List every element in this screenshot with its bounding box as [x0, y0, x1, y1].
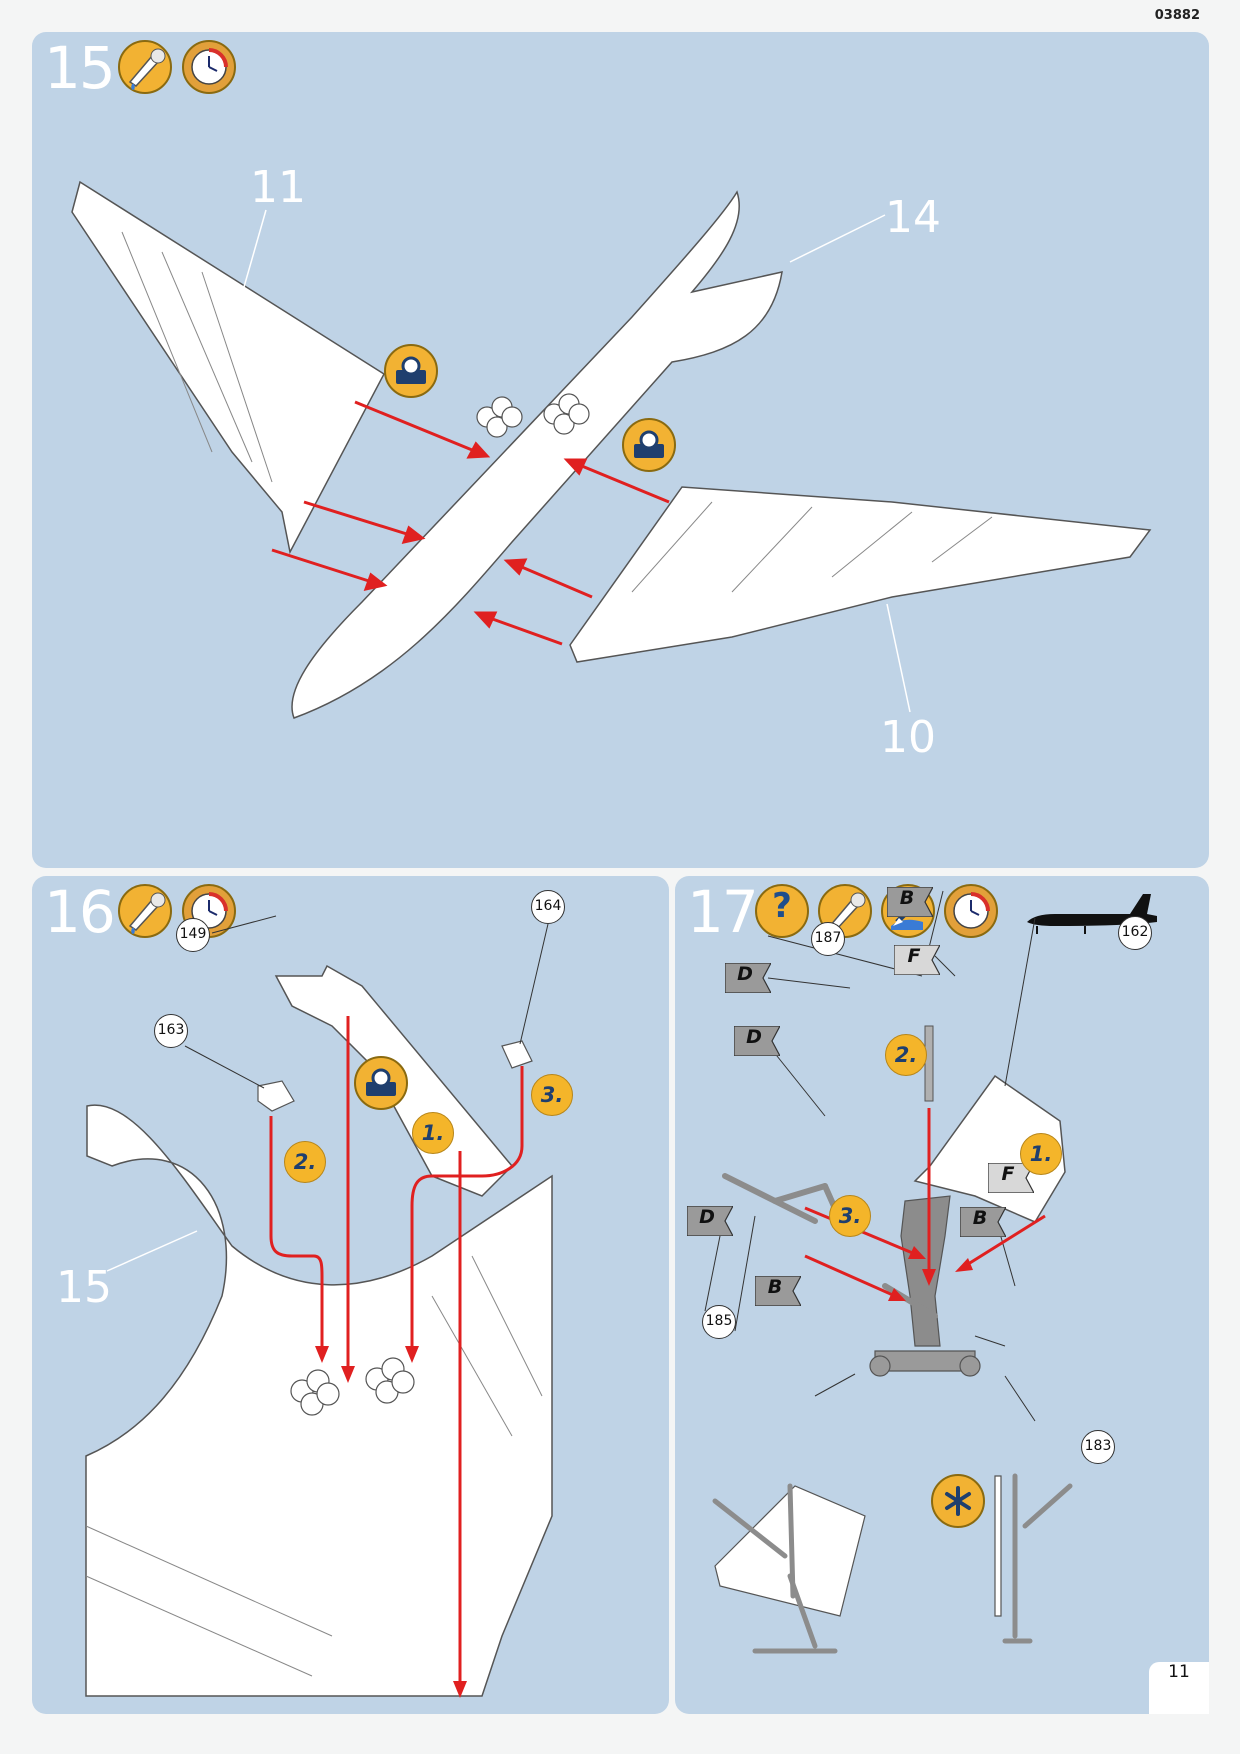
clock-icon	[182, 40, 236, 94]
page-number: 11	[1168, 1662, 1190, 1682]
sequence-badge-2: 2.	[885, 1034, 927, 1076]
sequence-badge-1: 1.	[1020, 1133, 1062, 1175]
sequence-badge-3: 3.	[531, 1074, 573, 1116]
part-callout-149: 149	[176, 918, 210, 952]
sequence-badge-2: 2.	[284, 1141, 326, 1183]
part-label-15: 15	[56, 1262, 112, 1313]
part-label-10: 10	[880, 712, 936, 763]
asterisk-icon	[931, 1474, 985, 1528]
part-callout-185: 185	[702, 1305, 736, 1339]
color-flag-D: D	[687, 1206, 733, 1236]
color-flag-F: F	[894, 945, 940, 975]
wing-left-part	[71, 180, 385, 555]
step-15-panel: 15	[32, 32, 1209, 868]
part-callout-163: 163	[154, 1014, 188, 1048]
color-flag-F: F	[988, 1163, 1034, 1193]
part-163	[257, 1080, 295, 1112]
tape-icon	[384, 344, 438, 398]
color-flag-D: D	[725, 963, 771, 993]
step-17-panel: 17 ?	[675, 876, 1209, 1714]
sequence-badge-1: 1.	[412, 1112, 454, 1154]
color-flag-D: D	[734, 1026, 780, 1056]
tape-icon	[354, 1056, 408, 1110]
step-15-illustration	[71, 180, 1152, 719]
color-flag-B: B	[960, 1207, 1006, 1237]
detail-view-side	[994, 1475, 1002, 1617]
tape-icon	[622, 418, 676, 472]
part-label-11: 11	[250, 162, 306, 213]
wing-right-part	[569, 486, 1152, 663]
part-callout-183: 183	[1081, 1430, 1115, 1464]
clock-icon	[944, 884, 998, 938]
part-callout-162: 162	[1118, 916, 1152, 950]
glue-icon	[118, 40, 172, 94]
step-number: 16	[44, 878, 116, 946]
fuselage-part	[291, 190, 783, 719]
part-label-14: 14	[885, 192, 941, 243]
part-callout-187: 187	[811, 922, 845, 956]
glue-icon	[118, 884, 172, 938]
document-code: 03882	[1154, 8, 1200, 23]
part-164	[501, 1040, 533, 1069]
color-flag-B: B	[887, 887, 933, 917]
step-16-illustration	[85, 915, 553, 1698]
page-number-box: 11	[1149, 1662, 1209, 1714]
step-number: 17	[687, 878, 759, 946]
color-flag-B: B	[755, 1276, 801, 1306]
sequence-badge-3: 3.	[829, 1195, 871, 1237]
part-callout-164: 164	[531, 890, 565, 924]
step-16-panel: 16	[32, 876, 669, 1714]
question-icon: ?	[755, 884, 809, 938]
step-number: 15	[44, 34, 116, 102]
